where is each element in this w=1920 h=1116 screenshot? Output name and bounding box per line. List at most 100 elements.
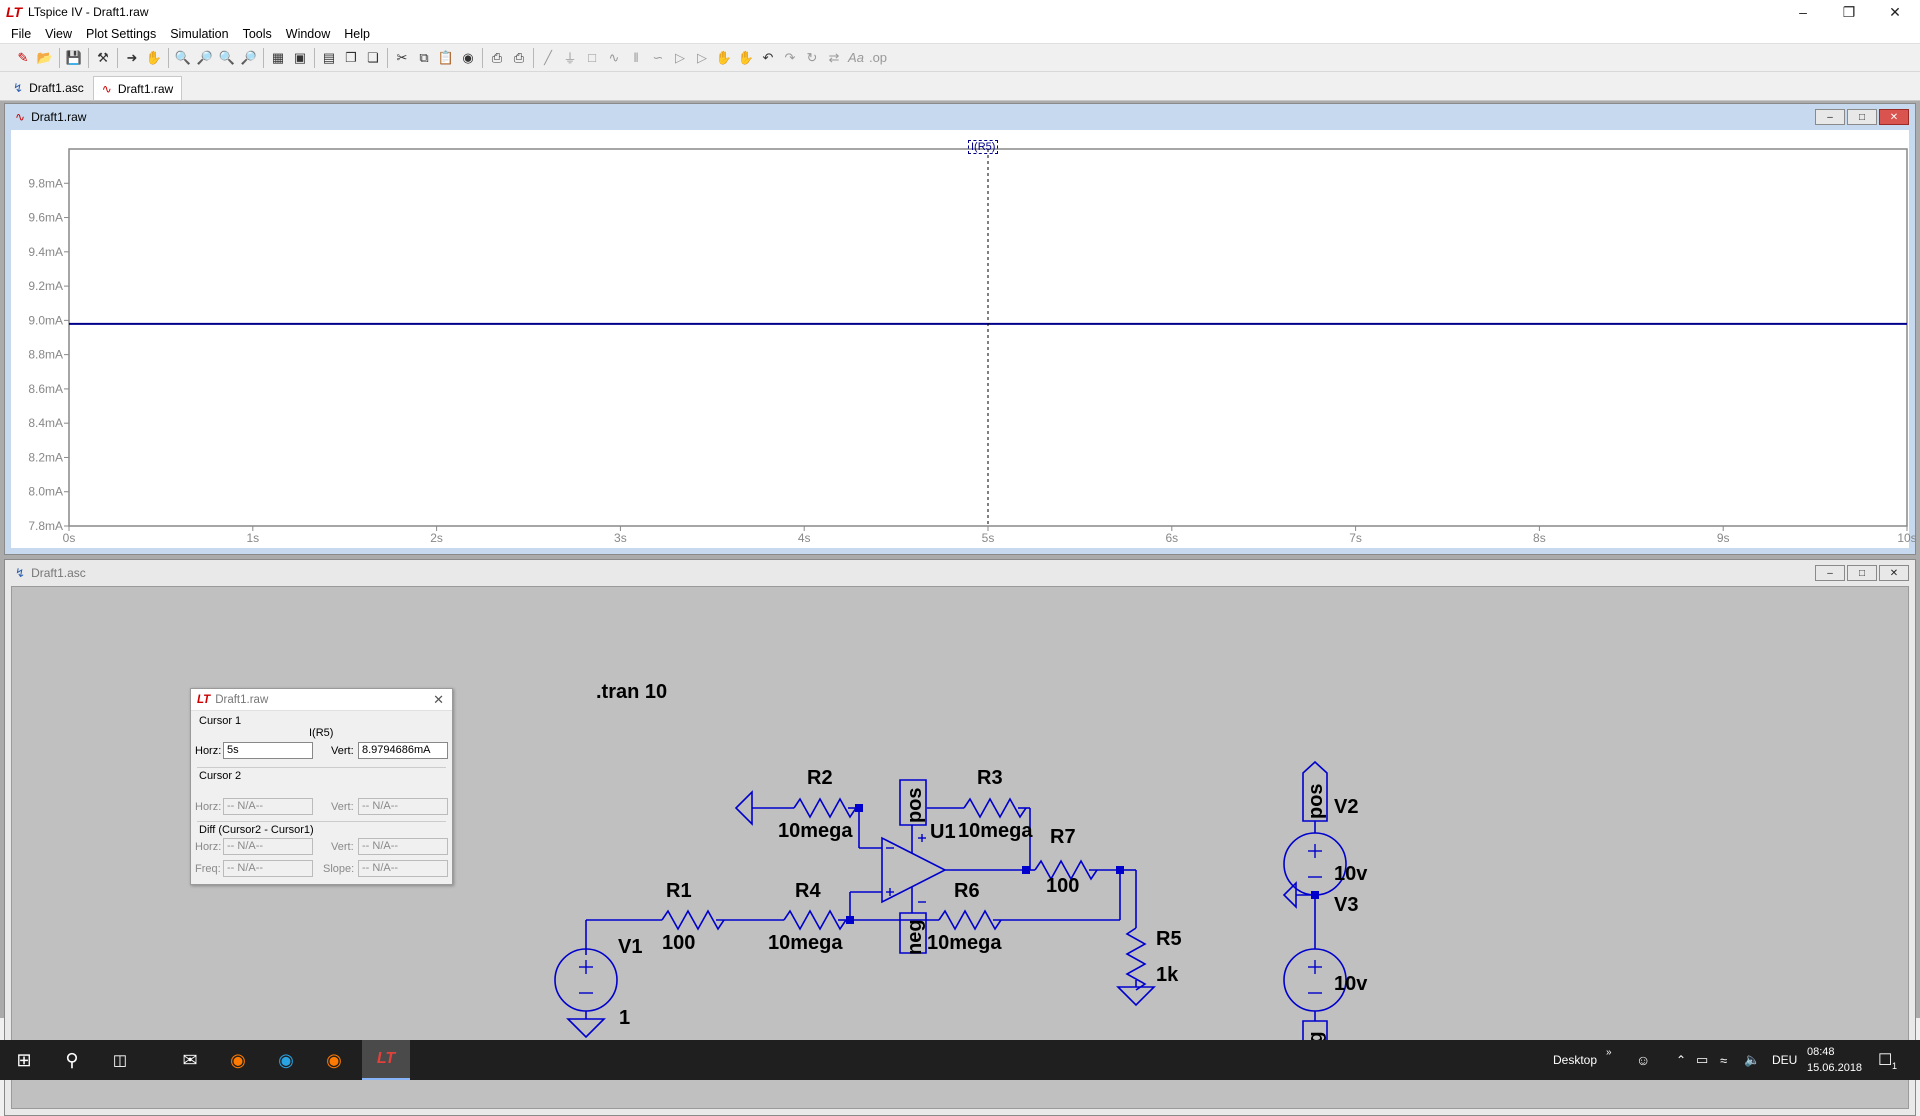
rotate-icon[interactable]: ↻ — [806, 49, 818, 65]
menu-window[interactable]: Window — [285, 26, 331, 41]
label-v3[interactable]: V3 — [1334, 894, 1358, 916]
resistor-r5[interactable] — [1125, 927, 1147, 991]
resistor-r2[interactable] — [793, 797, 857, 819]
move-icon[interactable]: ✋ — [715, 49, 733, 65]
inductor-icon[interactable]: ∽ — [652, 49, 664, 65]
net-label-pos-v2[interactable] — [1302, 760, 1328, 822]
value-r2[interactable]: 10mega — [778, 820, 853, 842]
undo-icon[interactable]: ↶ — [762, 49, 774, 65]
label-v1[interactable]: V1 — [618, 936, 642, 958]
value-v3[interactable]: 10v — [1334, 973, 1368, 995]
zoom-fit-icon[interactable]: 🔎 — [240, 49, 258, 65]
value-v1[interactable]: 1 — [619, 1007, 630, 1029]
mirror-icon[interactable]: ⇄ — [828, 49, 840, 65]
menu-view[interactable]: View — [45, 26, 73, 41]
cursor-dialog-caption[interactable]: LT Draft1.raw — [191, 689, 452, 711]
redo-icon[interactable]: ↷ — [784, 49, 796, 65]
label-r4[interactable]: R4 — [795, 880, 821, 902]
thunderbird-icon[interactable]: ◉ — [278, 1049, 294, 1070]
plot-window-caption[interactable]: ∿ Draft1.raw — [5, 104, 1915, 130]
schematic-drawing[interactable]: .tran 10 R2 10mega R3 10mega U1 R7 100 R… — [12, 587, 1910, 1110]
cursor1-vert-field[interactable]: 8.9794686mA — [358, 742, 448, 759]
value-v2[interactable]: 10v — [1334, 863, 1368, 885]
clock-date[interactable]: 15.06.2018 — [1807, 1062, 1863, 1074]
diff-slope-field[interactable]: -- N/A-- — [358, 860, 448, 877]
diff-horz-field[interactable]: -- N/A-- — [223, 838, 313, 855]
value-r3[interactable]: 10mega — [958, 820, 1033, 842]
schematic-maximize-button[interactable]: □ — [1847, 565, 1877, 581]
cursor-dialog-close-icon[interactable]: ✕ — [433, 692, 444, 707]
label-r1[interactable]: R1 — [666, 880, 692, 902]
people-icon[interactable]: ☺ — [1636, 1052, 1651, 1068]
clock-time[interactable]: 08:48 — [1807, 1046, 1835, 1058]
resistor-icon[interactable]: ∿ — [608, 49, 620, 65]
copy-icon[interactable]: ⧉ — [419, 49, 429, 65]
wifi-icon[interactable]: ≈ — [1720, 1052, 1728, 1068]
task-view-icon[interactable]: ◫ — [112, 1052, 128, 1069]
cursor2-horz-field[interactable]: -- N/A-- — [223, 798, 313, 815]
autorange-icon[interactable]: ▦ — [271, 49, 285, 65]
trace-label-i-r5[interactable]: I(R5) — [968, 140, 999, 154]
control-panel-icon[interactable]: ⚒ — [97, 49, 109, 65]
manual-limits-icon[interactable]: ▣ — [293, 49, 307, 65]
firefox-icon[interactable]: ◉ — [230, 1049, 246, 1070]
component-icon[interactable]: ▷ — [697, 49, 707, 65]
close-all-icon[interactable]: ❏ — [367, 49, 379, 65]
paste-icon[interactable]: 📋 — [437, 49, 455, 65]
search-icon[interactable]: ⚲ — [65, 1049, 79, 1070]
plot-maximize-button[interactable]: □ — [1847, 109, 1877, 125]
find-icon[interactable]: ◉ — [462, 49, 474, 65]
label-u1[interactable]: U1 — [930, 821, 956, 843]
diode-icon[interactable]: ▷ — [675, 49, 685, 65]
ltspice-taskbar-icon[interactable]: LT — [362, 1040, 410, 1080]
restore-button[interactable]: ❐ — [1842, 3, 1856, 20]
net-label-pos-u1[interactable] — [899, 779, 927, 826]
menu-file[interactable]: File — [11, 26, 32, 41]
cut-icon[interactable]: ✂ — [396, 49, 408, 65]
language-indicator[interactable]: DEU — [1772, 1053, 1798, 1067]
value-r5[interactable]: 1k — [1156, 964, 1179, 986]
menu-help[interactable]: Help — [344, 26, 370, 41]
spice-directive[interactable]: .tran 10 — [596, 681, 667, 703]
menu-simulation[interactable]: Simulation — [170, 26, 229, 41]
firefox-icon-2[interactable]: ◉ — [326, 1049, 342, 1070]
plot-minimize-button[interactable]: – — [1815, 109, 1845, 125]
resistor-r6[interactable] — [938, 909, 1002, 931]
chevron-icon[interactable]: » — [1606, 1046, 1612, 1058]
value-r6[interactable]: 10mega — [927, 932, 1002, 954]
start-button[interactable]: ⊞ — [16, 1049, 32, 1070]
label-v2[interactable]: V2 — [1334, 796, 1358, 818]
pan-icon[interactable]: 🔎 — [196, 49, 214, 65]
label-r3[interactable]: R3 — [977, 767, 1003, 789]
tray-expand-icon[interactable]: ⌃ — [1676, 1053, 1687, 1067]
minimize-button[interactable]: – — [1799, 4, 1807, 20]
value-r4[interactable]: 10mega — [768, 932, 843, 954]
battery-icon[interactable]: ▭ — [1696, 1052, 1709, 1067]
drag-icon[interactable]: ✋ — [737, 49, 755, 65]
tile-horizontal-icon[interactable]: ▤ — [322, 49, 336, 65]
run-icon[interactable]: ➜ — [126, 49, 138, 65]
desktop-toolbar-label[interactable]: Desktop — [1553, 1053, 1598, 1067]
label-r7[interactable]: R7 — [1050, 826, 1076, 848]
cursor1-horz-field[interactable]: 5s — [223, 742, 313, 759]
diff-freq-field[interactable]: -- N/A-- — [223, 860, 313, 877]
print-icon[interactable]: ⎙ — [513, 49, 525, 65]
menu-tools[interactable]: Tools — [242, 26, 272, 41]
tab-draft1-raw[interactable]: ∿ Draft1.raw — [92, 76, 183, 100]
value-r7[interactable]: 100 — [1046, 875, 1079, 897]
new-schematic-icon[interactable]: ✎ — [17, 49, 29, 65]
notification-icon[interactable]: ☐ — [1878, 1052, 1893, 1069]
schematic-window-caption[interactable]: ↯ Draft1.asc — [5, 560, 1915, 586]
spice-directive-icon[interactable]: .op — [868, 50, 888, 65]
label-r2[interactable]: R2 — [807, 767, 833, 789]
resistor-r3[interactable] — [963, 797, 1027, 819]
diff-vert-field[interactable]: -- N/A-- — [358, 838, 448, 855]
plot-close-button[interactable]: ✕ — [1879, 109, 1909, 125]
resistor-r7[interactable] — [1034, 859, 1098, 881]
voltage-source-v1[interactable] — [554, 948, 618, 1012]
cascade-icon[interactable]: ❐ — [345, 49, 357, 65]
schematic-close-button[interactable]: ✕ — [1879, 565, 1909, 581]
volume-muted-icon[interactable]: 🔈 — [1744, 1052, 1761, 1067]
save-icon[interactable]: 💾 — [65, 49, 83, 65]
wire-icon[interactable]: ╱ — [544, 49, 552, 65]
